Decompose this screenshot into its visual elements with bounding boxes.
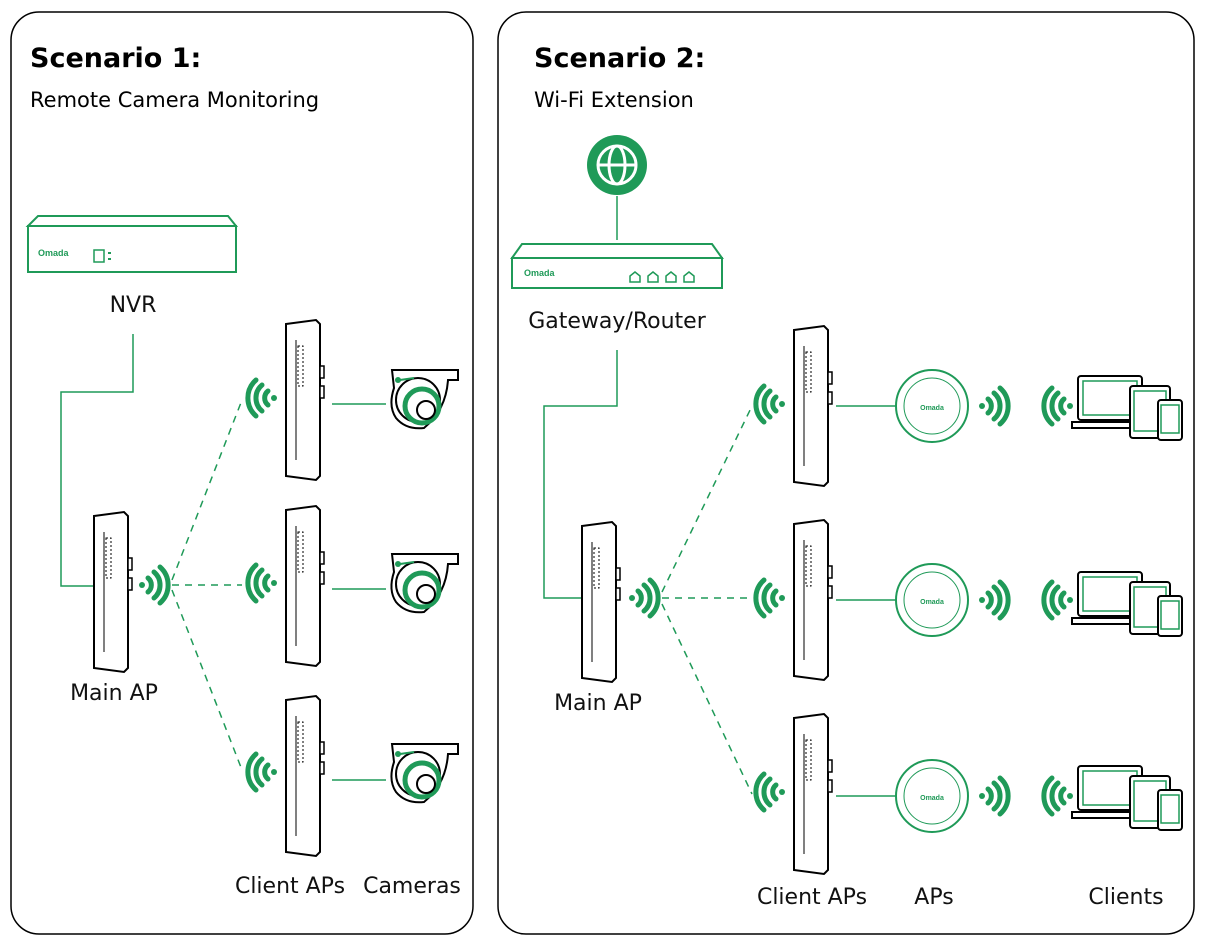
wireless-links — [171, 399, 243, 771]
nvr-device: Omada — [25, 215, 239, 273]
client-aps-label: Client APs — [235, 874, 345, 899]
cameras-label: Cameras — [363, 874, 461, 899]
main-ap-device — [581, 521, 621, 683]
client-ap-device — [285, 695, 325, 857]
ceiling-ap-device: Omada — [895, 759, 969, 833]
ap-brand: Omada — [920, 795, 944, 802]
ap-brand: Omada — [920, 599, 944, 606]
gateway-brand: Omada — [524, 268, 556, 278]
client-aps-label: Client APs — [757, 885, 867, 910]
wired-link-gateway — [543, 350, 618, 599]
ceiling-ap-device: Omada — [895, 369, 969, 443]
aps-label: APs — [914, 885, 953, 910]
scenario2-subtitle: Wi-Fi Extension — [534, 88, 694, 112]
main-ap-label: Main AP — [70, 681, 158, 706]
wired-links-cameras — [332, 403, 386, 781]
wired-link-nvr — [60, 334, 134, 587]
scenario2-title: Scenario 2: — [534, 43, 705, 74]
scenario1-title: Scenario 1: — [30, 43, 201, 74]
client-ap-device — [793, 713, 833, 875]
wired-links-aps — [836, 405, 896, 797]
client-ap-device — [285, 505, 325, 667]
globe-icon — [587, 135, 647, 195]
client-ap-device — [285, 319, 325, 481]
client-ap-device — [793, 325, 833, 487]
gateway-device: Omada — [510, 243, 724, 289]
scenario2-panel — [497, 11, 1195, 935]
clients-label: Clients — [1088, 885, 1163, 910]
nvr-label: NVR — [110, 293, 157, 318]
client-ap-device — [793, 519, 833, 681]
wireless-links — [661, 405, 753, 795]
main-ap-label: Main AP — [554, 691, 642, 716]
gateway-label: Gateway/Router — [528, 309, 706, 334]
main-ap-device — [93, 511, 133, 673]
ap-brand: Omada — [920, 405, 944, 412]
scenario1-subtitle: Remote Camera Monitoring — [30, 88, 319, 112]
nvr-brand: Omada — [38, 248, 70, 258]
ceiling-ap-device: Omada — [895, 563, 969, 637]
